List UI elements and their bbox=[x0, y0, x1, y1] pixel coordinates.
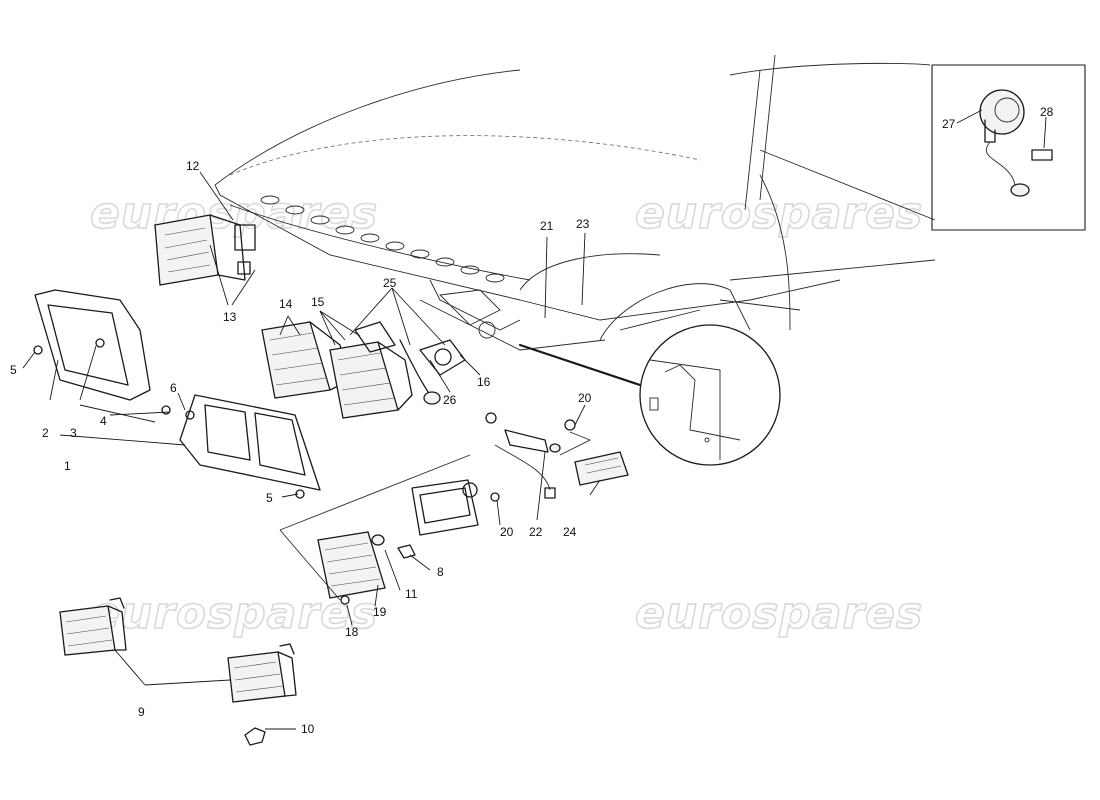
callout-19: 19 bbox=[373, 605, 387, 619]
callout-22: 22 bbox=[529, 525, 543, 539]
callout-6: 6 bbox=[170, 381, 177, 395]
watermark: eurospares bbox=[90, 188, 378, 239]
watermark: eurospares bbox=[635, 588, 923, 639]
body-horn bbox=[419, 339, 466, 376]
callout-1: 1 bbox=[64, 459, 71, 473]
callout-10: 10 bbox=[301, 722, 315, 736]
callout-18: 18 bbox=[345, 625, 359, 639]
headlamp-pair bbox=[261, 321, 441, 419]
callout-25: 25 bbox=[383, 276, 397, 290]
callout-24: 24 bbox=[563, 525, 577, 539]
indicator-assembly bbox=[279, 454, 500, 605]
high-beam-unit bbox=[154, 214, 256, 286]
callout-8: 8 bbox=[437, 565, 444, 579]
callout-13: 13 bbox=[223, 310, 237, 324]
callout-15: 15 bbox=[311, 295, 325, 309]
watermark: eurospares bbox=[635, 188, 923, 239]
bezel-outer bbox=[33, 289, 151, 401]
callout-3: 3 bbox=[70, 426, 77, 440]
callout-26: 26 bbox=[443, 393, 457, 407]
callout-16: 16 bbox=[477, 375, 491, 389]
callout-23: 23 bbox=[576, 217, 590, 231]
callout-28: 28 bbox=[1040, 105, 1054, 119]
callout-5: 5 bbox=[266, 491, 273, 505]
callout-20: 20 bbox=[578, 391, 592, 405]
callout-27: 27 bbox=[942, 117, 956, 131]
callout-5: 5 bbox=[10, 363, 17, 377]
horn-inset bbox=[931, 64, 1086, 231]
callout-21: 21 bbox=[540, 219, 554, 233]
side-marker-assembly bbox=[485, 412, 629, 499]
callout-9: 9 bbox=[138, 705, 145, 719]
callout-labels: 1 2 3 4 5 5 6 8 9 10 11 12 13 14 15 16 1… bbox=[10, 105, 1054, 736]
fog-lamps bbox=[59, 597, 297, 746]
callout-14: 14 bbox=[279, 297, 293, 311]
detail-magnifier bbox=[518, 324, 781, 466]
car-body-outline bbox=[214, 54, 936, 351]
callout-2: 2 bbox=[42, 426, 49, 440]
leader-lines bbox=[22, 109, 1047, 730]
callout-4: 4 bbox=[100, 414, 107, 428]
callout-11: 11 bbox=[405, 587, 418, 601]
callout-20: 20 bbox=[500, 525, 514, 539]
callout-12: 12 bbox=[186, 159, 200, 173]
bezel-double bbox=[161, 394, 321, 499]
